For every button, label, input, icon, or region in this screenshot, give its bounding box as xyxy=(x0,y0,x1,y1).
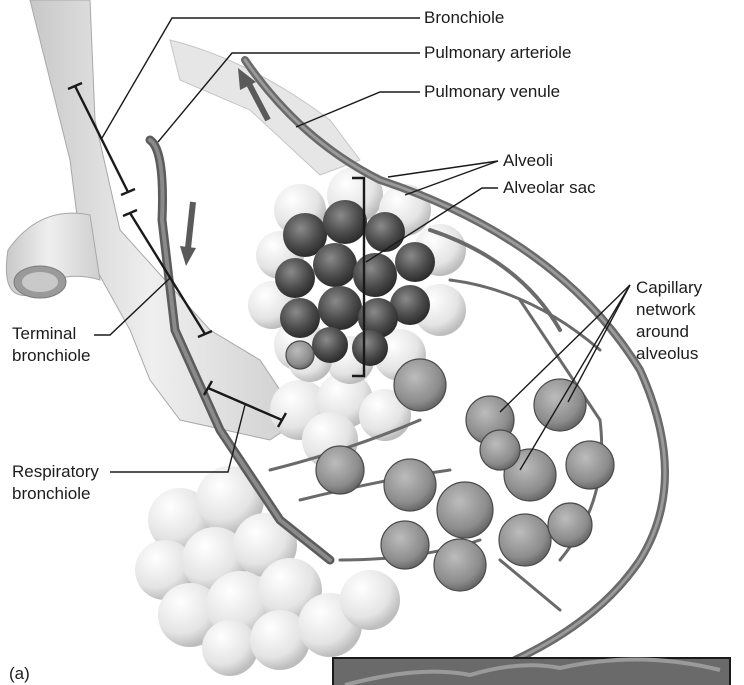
label-respiratory-bronchiole: Respiratory bronchiole xyxy=(12,461,99,505)
label-alveolar-sac: Alveolar sac xyxy=(503,177,596,199)
label-pulmonary-venule: Pulmonary venule xyxy=(424,81,560,103)
alveoli-cluster-lower xyxy=(135,372,411,676)
label-alveoli: Alveoli xyxy=(503,150,553,172)
label-bronchiole: Bronchiole xyxy=(424,7,504,29)
label-terminal-bronchiole: Terminal bronchiole xyxy=(12,323,90,367)
inset-panel xyxy=(333,658,730,685)
label-pulmonary-arteriole: Pulmonary arteriole xyxy=(424,42,571,64)
panel-label: (a) xyxy=(9,663,30,685)
label-capillary-network: Capillary network around alveolus xyxy=(636,277,702,365)
